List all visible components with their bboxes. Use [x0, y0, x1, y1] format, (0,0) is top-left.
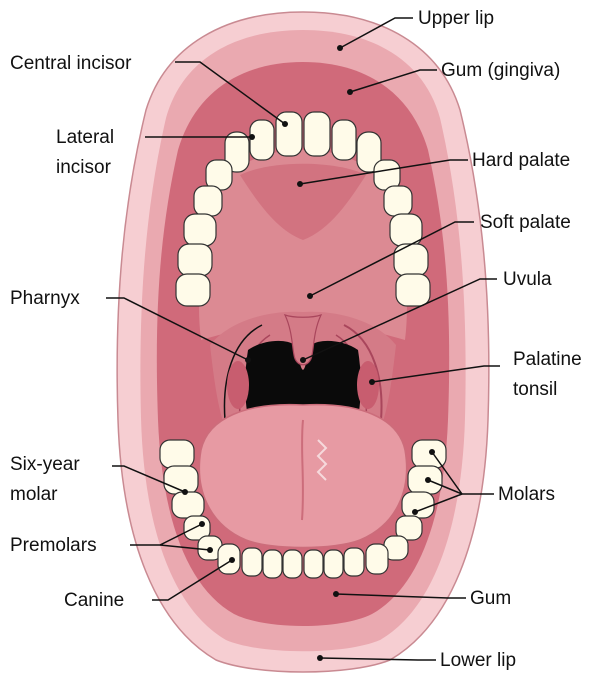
tongue-groove — [302, 420, 303, 520]
label-lateral-incisor-line2: incisor — [56, 157, 112, 178]
label-pharnyx: Pharnyx — [10, 288, 80, 309]
central-incisor-left — [276, 112, 302, 156]
label-premolars: Premolars — [10, 535, 97, 556]
label-palatine-tonsil-line1: Palatine — [513, 349, 582, 370]
label-central-incisor: Central incisor — [10, 53, 132, 74]
leader-molars-dot-2 — [425, 477, 431, 483]
leader-premolars-dot-2 — [207, 547, 213, 553]
tonsil-right — [357, 361, 379, 409]
leader-premolars-dot-1 — [199, 521, 205, 527]
label-gum: Gum — [470, 588, 511, 609]
molar-upper-right-3 — [396, 274, 430, 306]
leader-hard-palate-dot — [297, 181, 303, 187]
label-gum-gingiva: Gum (gingiva) — [441, 60, 560, 81]
leader-pharnyx-dot — [245, 357, 251, 363]
leader-molars-dot-1 — [429, 449, 435, 455]
leader-six-year-molar-dot — [182, 489, 188, 495]
molar-lower-right-3 — [402, 492, 434, 518]
tonsil-left — [227, 361, 249, 409]
molar-upper-left-1 — [184, 214, 216, 246]
leader-lower-lip-dot — [317, 655, 323, 661]
molar-upper-right-2 — [394, 244, 428, 276]
leader-gum-dot — [333, 591, 339, 597]
lateral-incisor-right — [332, 120, 356, 160]
label-canine: Canine — [64, 590, 124, 611]
leader-palatine-tonsil-dot — [369, 379, 375, 385]
central-incisor-right — [304, 112, 330, 156]
molar-upper-left-3 — [176, 274, 210, 306]
incisor-lower-2 — [263, 550, 282, 578]
label-palatine-tonsil-line2: tonsil — [513, 379, 557, 400]
leader-upper-lip-dot — [337, 45, 343, 51]
label-upper-lip: Upper lip — [418, 8, 494, 29]
canine-lower-left — [218, 544, 240, 574]
incisor-lower-3 — [283, 550, 302, 578]
incisor-lower-6 — [344, 548, 364, 576]
label-six-year-molar-line2: molar — [10, 484, 58, 505]
incisor-lower-1 — [242, 548, 262, 576]
leader-soft-palate-dot — [307, 293, 313, 299]
leader-central-incisor-dot — [282, 121, 288, 127]
label-lateral-incisor-line1: Lateral — [56, 127, 114, 148]
molar-lower-left-3 — [172, 492, 204, 518]
label-six-year-molar-line1: Six-year — [10, 454, 80, 475]
leader-canine-dot — [229, 557, 235, 563]
incisor-lower-4 — [304, 550, 323, 578]
label-hard-palate: Hard palate — [472, 150, 570, 171]
label-molars: Molars — [498, 484, 555, 505]
molar-upper-left-2 — [178, 244, 212, 276]
premolar-upper-left-2 — [194, 186, 222, 216]
lateral-incisor-left — [250, 120, 274, 160]
molar-lower-left-1 — [160, 440, 194, 468]
leader-uvula-dot — [300, 357, 306, 363]
incisor-lower-5 — [324, 550, 343, 578]
premolar-upper-right-2 — [384, 186, 412, 216]
label-uvula: Uvula — [503, 269, 552, 290]
leader-lateral-incisor-dot — [249, 134, 255, 140]
label-soft-palate: Soft palate — [480, 212, 571, 233]
leader-gum-gingiva-dot — [347, 89, 353, 95]
label-lower-lip: Lower lip — [440, 650, 516, 671]
leader-molars-dot-3 — [412, 509, 418, 515]
canine-lower-right — [366, 544, 388, 574]
